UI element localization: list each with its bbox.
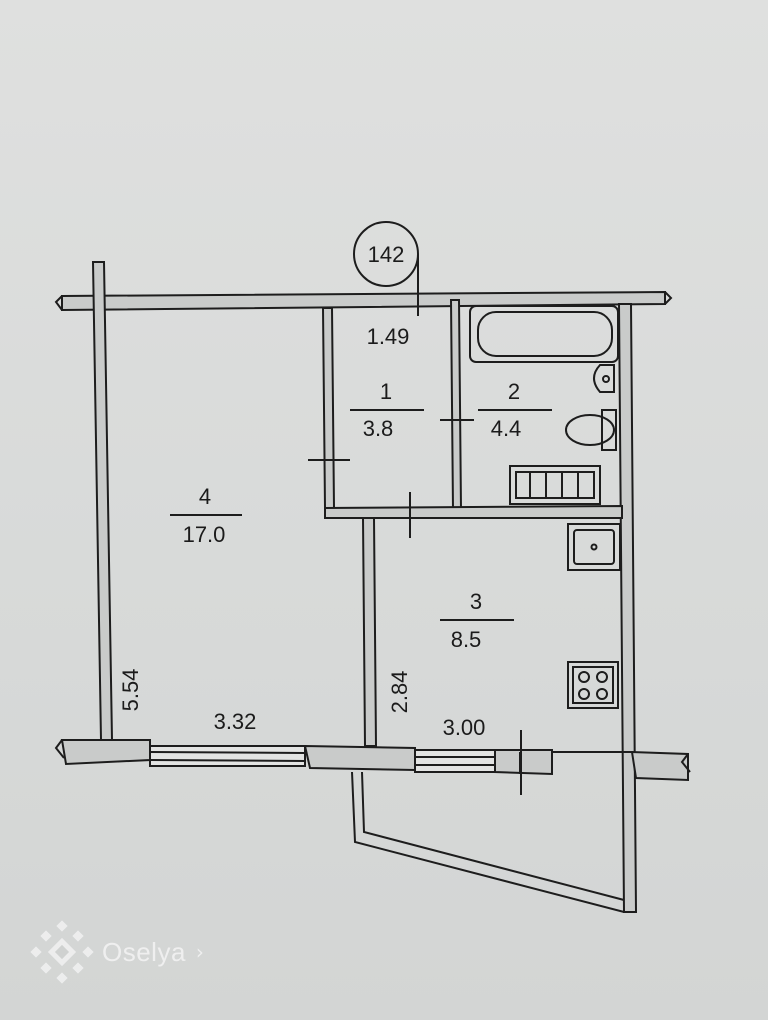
room-1-number: 1: [380, 379, 392, 404]
kitchen-width-dimension: 3.00: [443, 715, 486, 740]
toilet-icon: [565, 409, 617, 451]
room-4-area: 17.0: [183, 522, 226, 547]
stove-icon: [567, 661, 619, 709]
kitchen-length-dimension: 2.84: [387, 671, 412, 714]
outer-walls: [54, 261, 691, 913]
kitchen-sink-icon: [567, 523, 621, 571]
room-1-label: 1 3.8: [350, 379, 424, 441]
bathtub-icon: [469, 305, 619, 363]
apartment-number: 142: [368, 242, 405, 267]
room-4-number: 4: [199, 484, 211, 509]
room-2-number: 2: [508, 379, 520, 404]
apartment-number-badge: 142: [353, 221, 419, 316]
watermark-brand: Oselya: [102, 936, 186, 967]
room-2-label: 2 4.4: [478, 379, 552, 441]
room-1-area: 3.8: [363, 416, 394, 441]
room-3-area: 8.5: [451, 627, 482, 652]
inner-walls: [308, 299, 623, 795]
corridor-width-dimension: 1.49: [367, 324, 410, 349]
balcony: [351, 771, 636, 913]
washing-machine-icon: [509, 465, 601, 505]
chevron-right-icon: ›: [195, 940, 204, 964]
ornament-star-icon: [30, 920, 94, 984]
oselya-watermark: Oselya ›: [28, 918, 204, 986]
room-4-label: 4 17.0: [170, 484, 242, 547]
room-4-width-dimension: 3.32: [214, 709, 257, 734]
room-2-area: 4.4: [491, 416, 522, 441]
room-3-number: 3: [470, 589, 482, 614]
room-3-label: 3 8.5: [440, 589, 514, 652]
sink-icon: [593, 364, 615, 393]
room-4-length-dimension: 5.54: [118, 669, 143, 712]
